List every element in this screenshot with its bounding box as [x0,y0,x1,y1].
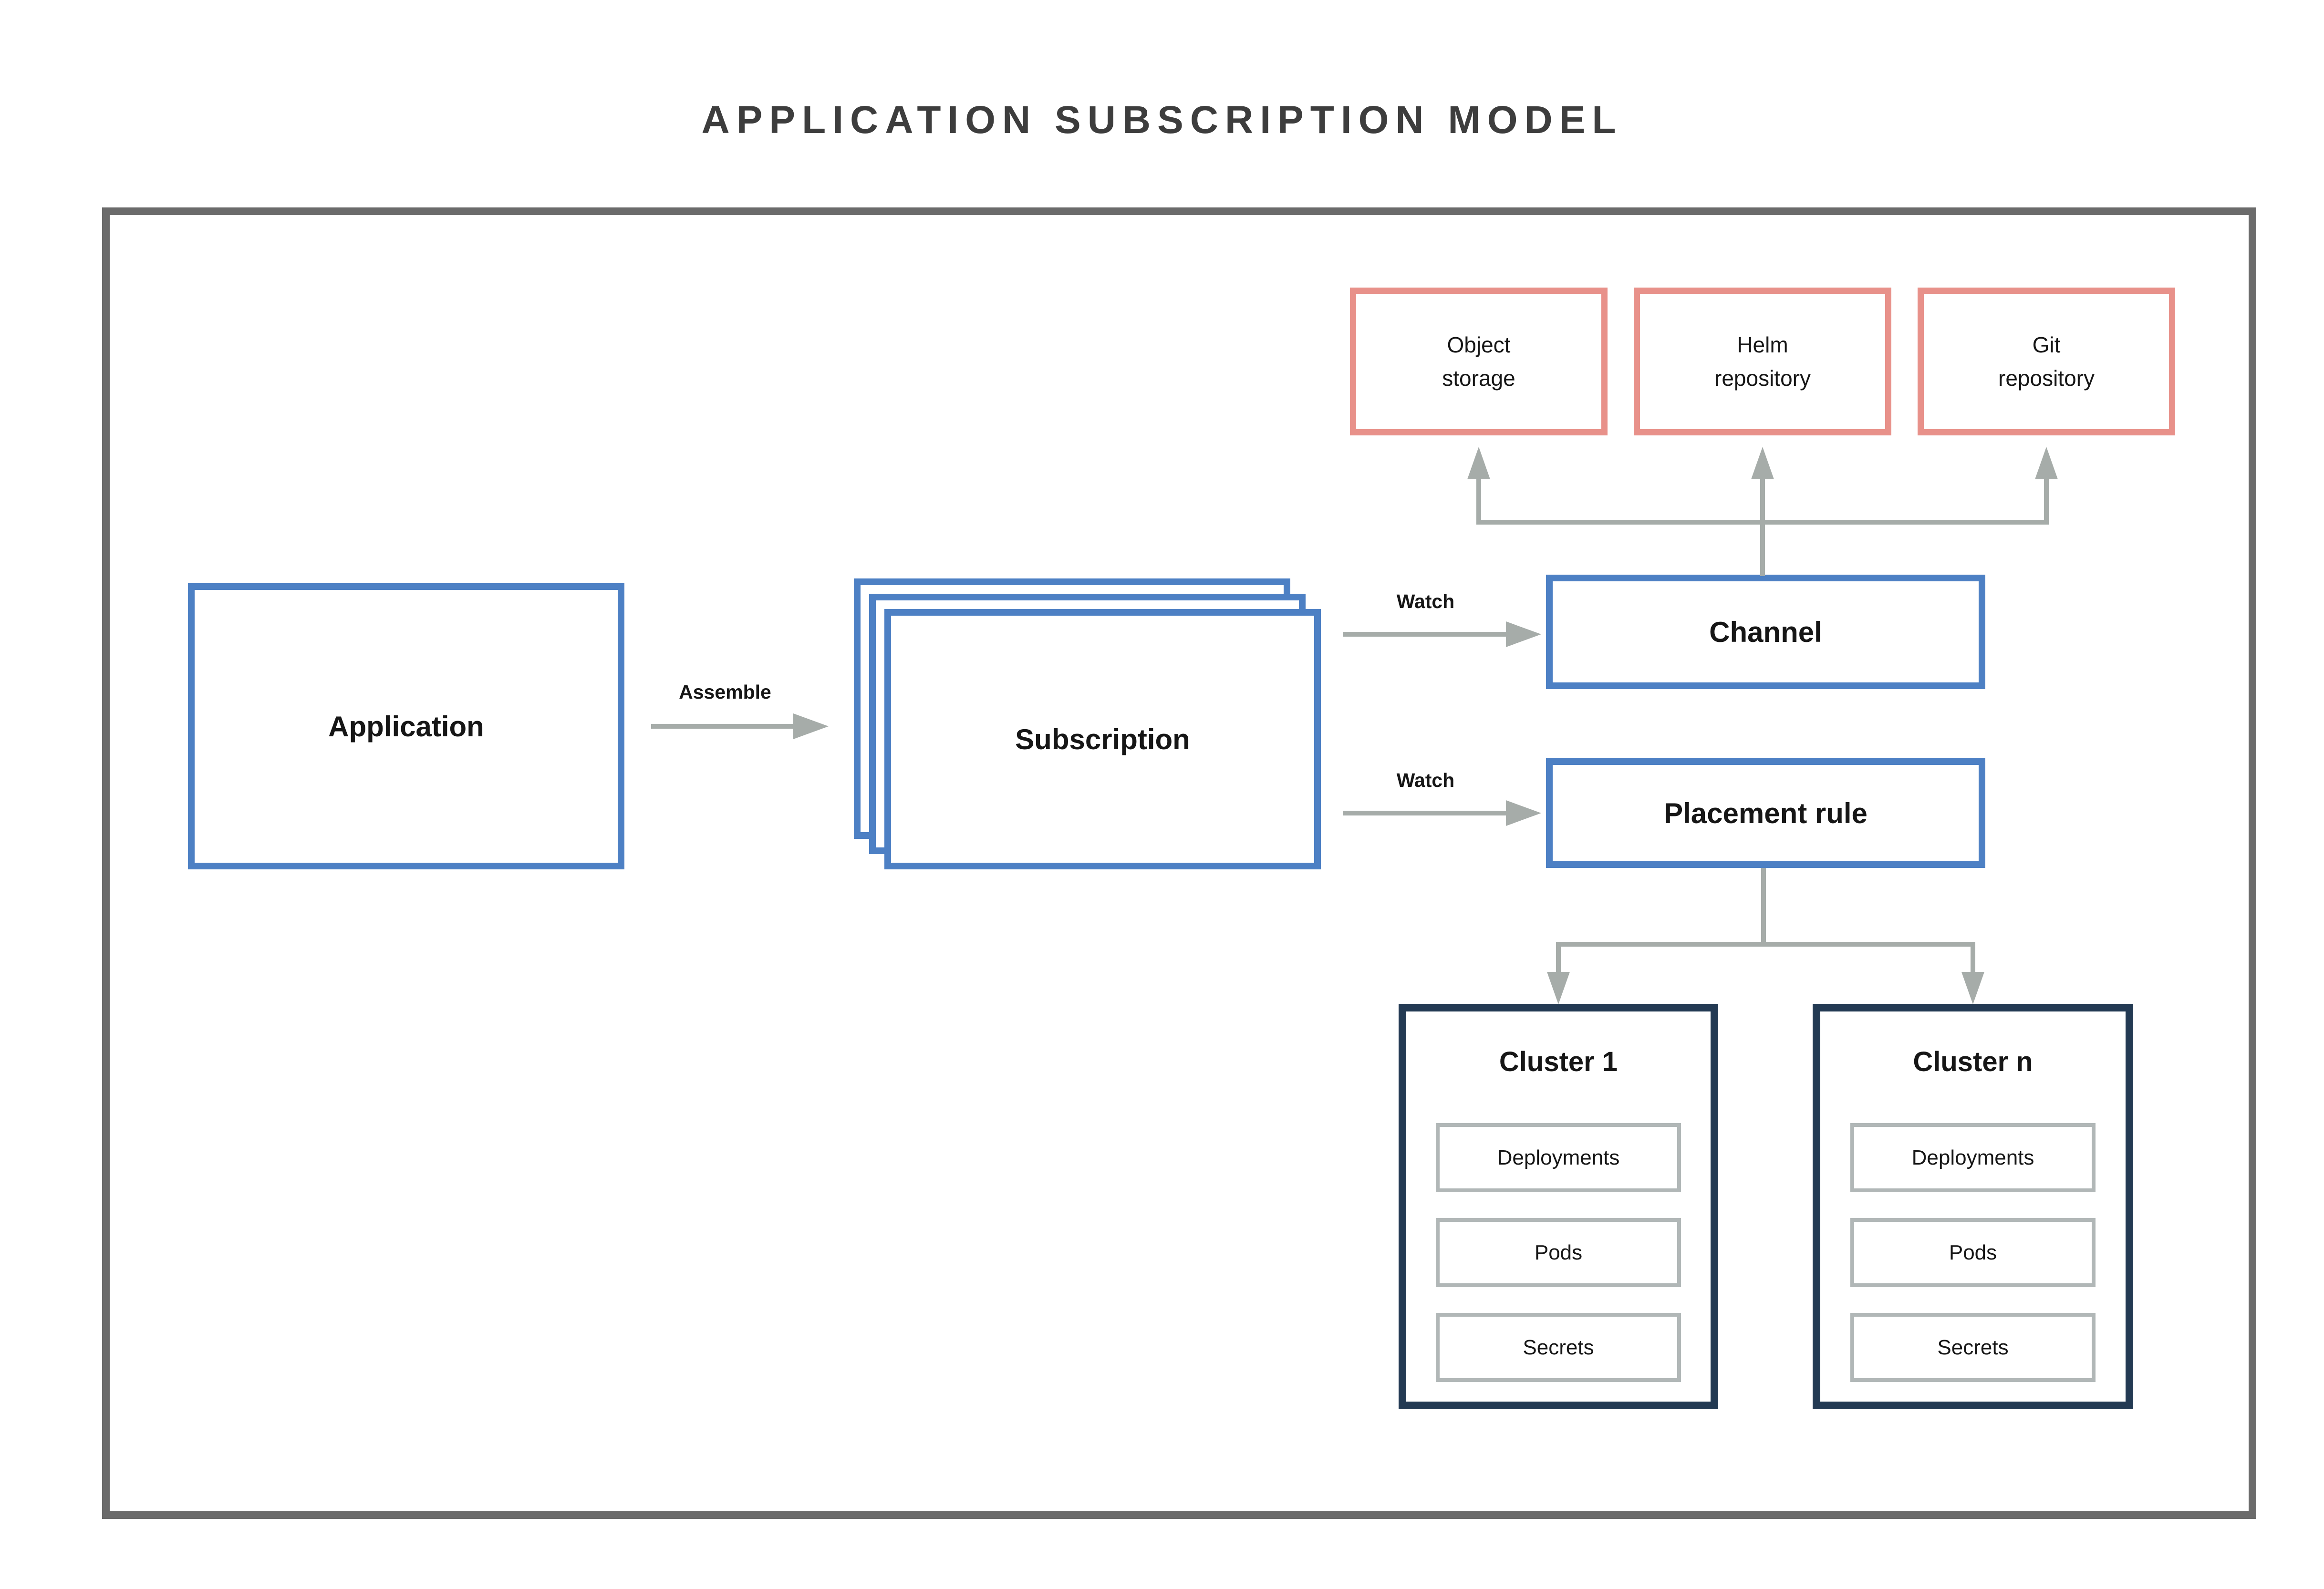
helm-repository-label-line1: Helm [1737,332,1788,357]
watch-channel-arrow-shaft [1343,632,1508,637]
cluster-n-item-deployments: Deployments [1850,1123,2096,1192]
cluster-1-item-deployments: Deployments [1436,1123,1681,1192]
cluster-1-item-pods: Pods [1436,1218,1681,1287]
object-storage-label-line2: storage [1442,366,1515,391]
object-storage-arrowhead-up-icon [1467,447,1490,479]
cluster-1-node: Cluster 1 Deployments Pods Secrets [1399,1004,1718,1409]
assemble-arrowhead-right-icon [793,713,829,739]
cluster-1-title: Cluster 1 [1499,1046,1618,1077]
git-repository-node: Git repository [1918,288,2175,435]
placement-to-cluster-n-shaft [1971,942,1975,974]
cluster-n-arrowhead-down-icon [1961,972,1984,1004]
git-repository-label-line2: repository [1998,366,2095,391]
cluster-n-title: Cluster n [1913,1046,2033,1077]
diagram-title: APPLICATION SUBSCRIPTION MODEL [701,98,1623,142]
cluster-n-item-secrets: Secrets [1850,1313,2096,1382]
object-storage-label-line1: Object [1447,332,1511,357]
application-label: Application [328,710,484,743]
subscription-label: Subscription [1015,723,1190,755]
channel-to-git-repository-shaft [2044,478,2049,522]
placement-clusters-connector-stub [1761,868,1766,944]
watch-channel-arrowhead-right-icon [1506,621,1541,647]
watch-placement-arrowhead-right-icon [1506,800,1541,826]
cluster-n-node: Cluster n Deployments Pods Secrets [1813,1004,2133,1409]
watch-placement-label: Watch [1396,769,1455,791]
git-repository-label-line1: Git [2032,332,2061,357]
git-repository-arrowhead-up-icon [2035,447,2058,479]
channel-node: Channel [1546,575,1985,689]
cluster-1-arrowhead-down-icon [1547,972,1570,1004]
channel-sources-connector-stub [1760,520,1765,576]
assemble-arrow-shaft [651,724,795,729]
channel-sources-connector-hline [1476,520,2049,525]
channel-label: Channel [1709,616,1822,648]
cluster-n-item-pods: Pods [1850,1218,2096,1287]
diagram-frame [102,207,2256,1519]
channel-to-object-storage-shaft [1476,478,1481,522]
helm-repository-arrowhead-up-icon [1751,447,1774,479]
object-storage-node: Object storage [1350,288,1608,435]
helm-repository-node: Helm repository [1634,288,1891,435]
placement-clusters-connector-hline [1556,942,1975,947]
placement-to-cluster-1-shaft [1556,942,1561,974]
cluster-1-item-secrets: Secrets [1436,1313,1681,1382]
assemble-label: Assemble [679,681,771,703]
helm-repository-label-line2: repository [1714,366,1811,391]
watch-channel-label: Watch [1396,590,1455,612]
application-node: Application [188,583,624,869]
placement-rule-label: Placement rule [1664,797,1868,829]
channel-to-helm-repository-shaft [1760,478,1765,522]
subscription-node: Subscription [884,609,1321,869]
watch-placement-arrow-shaft [1343,811,1508,815]
placement-rule-node: Placement rule [1546,758,1985,868]
